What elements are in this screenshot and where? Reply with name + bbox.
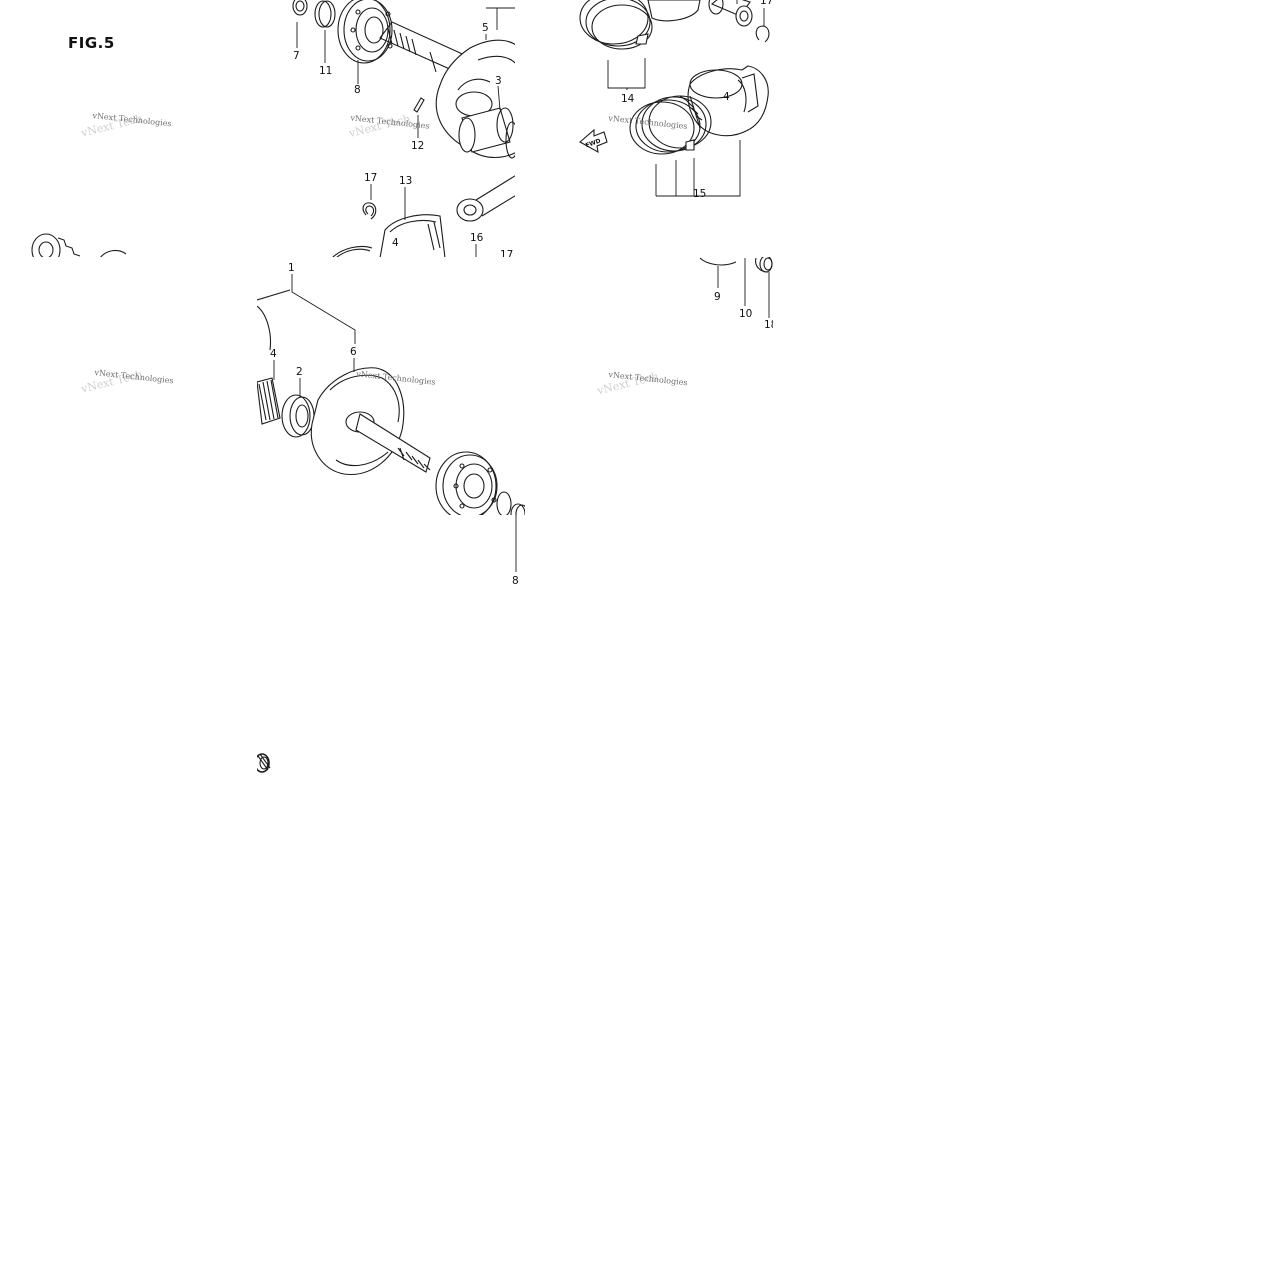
bearing-fragment-tile [699, 257, 773, 318]
crankshaft-right-tile: 1 6 4 2 vNext Technologies [257, 262, 525, 515]
seal-fragment-part [257, 753, 271, 773]
key-pin [413, 97, 425, 113]
piston-pin [708, 0, 753, 27]
gear-fragment-tile [31, 233, 127, 257]
callout-13: 13 [399, 175, 412, 187]
callout-7: 7 [293, 50, 300, 62]
gear-part [31, 233, 127, 257]
callout-16: 16 [470, 232, 484, 244]
callout-14: 14 [621, 93, 635, 105]
crankshaft-output-shaft [345, 411, 431, 473]
piston-top [647, 0, 701, 22]
callout-17-b: 17 [500, 249, 513, 261]
oil-seal-part [292, 0, 308, 16]
watermark-tile-3: vNext Tech vNext Technologies [595, 370, 688, 398]
callout-11: 11 [319, 65, 332, 77]
svg-text:4: 4 [723, 91, 730, 103]
callout-15: 15 [693, 188, 706, 200]
figure-title: FIG.5 [68, 34, 115, 52]
callout-5: 5 [482, 22, 489, 34]
watermark-b: vNext Technologies [607, 114, 688, 131]
needle-bearing-small [505, 121, 515, 159]
callout-2: 2 [296, 366, 303, 378]
piston-ring-set-lower [629, 95, 712, 155]
ball-bearing-part [337, 0, 393, 64]
watermark-tile-2: vNext Tech vNext Technologies [79, 368, 174, 396]
callout-1: 1 [288, 262, 295, 274]
needle-bearing [257, 377, 281, 425]
crank-web-edge [257, 289, 291, 351]
shim-ring-right [496, 491, 525, 515]
piston-pin-circlip-b [755, 25, 770, 43]
bearing-fragment-part [699, 257, 773, 273]
svg-text:4: 4 [392, 237, 399, 249]
callout-18: 18 [764, 319, 777, 331]
piston-lower: 4 [687, 65, 769, 137]
connecting-rod [456, 175, 515, 222]
crankpin [458, 107, 514, 153]
callout-8-b: 8 [512, 575, 519, 587]
seal-fragment-tile [257, 753, 271, 773]
callout-3: 3 [495, 75, 502, 87]
watermark-tile-1: vNext Tech vNext Technologies [79, 111, 172, 140]
thrust-washer [281, 394, 315, 438]
callout-4: 4 [270, 348, 277, 360]
piston-ring-stack-a [332, 245, 373, 257]
piston-pin-circlip-a [362, 202, 377, 220]
callout-12: 12 [411, 140, 424, 152]
callout-17-c: 17 [760, 0, 773, 7]
piston-ring-set-top [579, 0, 653, 50]
svg-text:FWD: FWD [585, 137, 602, 149]
callout-9: 9 [714, 291, 721, 303]
callout-6: 6 [350, 346, 357, 358]
callout-17: 17 [364, 172, 377, 184]
callout-10: 10 [739, 308, 752, 320]
ball-bearing-right [435, 451, 498, 515]
crankshaft-left-tile: 4 7 11 8 5 3 12 17 13 16 17 [292, 0, 515, 261]
shim-ring-part [314, 0, 336, 28]
callout-8: 8 [354, 84, 361, 96]
fwd-arrow-icon: FWD [579, 128, 608, 154]
piston-left: 4 [379, 214, 446, 257]
piston-rings-tile: 4 FWD 14 15 17 vNext Technologies [579, 0, 773, 200]
